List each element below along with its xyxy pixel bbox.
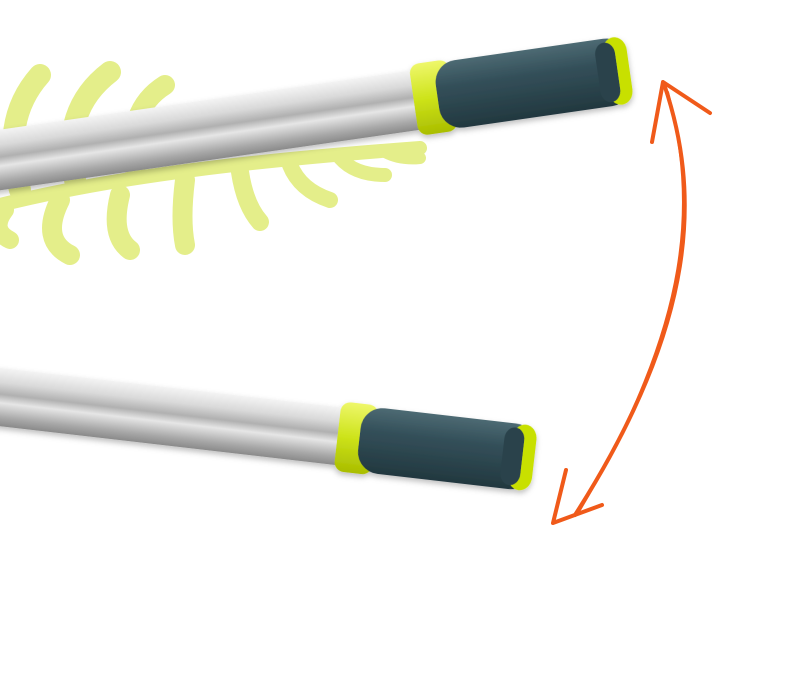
upper-handle-grip-inner xyxy=(595,42,621,103)
leaf-frond xyxy=(0,201,19,249)
arrow-head-bottom xyxy=(551,468,604,525)
lower-handle xyxy=(0,364,537,491)
double-headed-curved-arrow-icon xyxy=(551,80,712,525)
lower-handle-grip xyxy=(357,408,536,490)
lower-handle-tube xyxy=(0,364,361,467)
arrow-arc-inner xyxy=(579,91,684,511)
leaf-frond xyxy=(379,146,426,165)
leaf-stem xyxy=(0,141,427,212)
lower-handle-grip-inner xyxy=(500,427,525,486)
leaf-frond xyxy=(282,157,338,208)
leaf-frond xyxy=(106,185,140,260)
leaf-frond xyxy=(231,163,269,231)
leaf-frond xyxy=(333,151,392,182)
leaf-frond xyxy=(42,190,80,265)
upper-handle xyxy=(0,37,633,195)
arrow-arc xyxy=(573,82,687,517)
leaf-frond xyxy=(172,170,195,255)
upper-handle-grip xyxy=(435,38,632,128)
upper-handle-tube xyxy=(0,69,430,195)
arrow-head-top xyxy=(650,80,712,144)
